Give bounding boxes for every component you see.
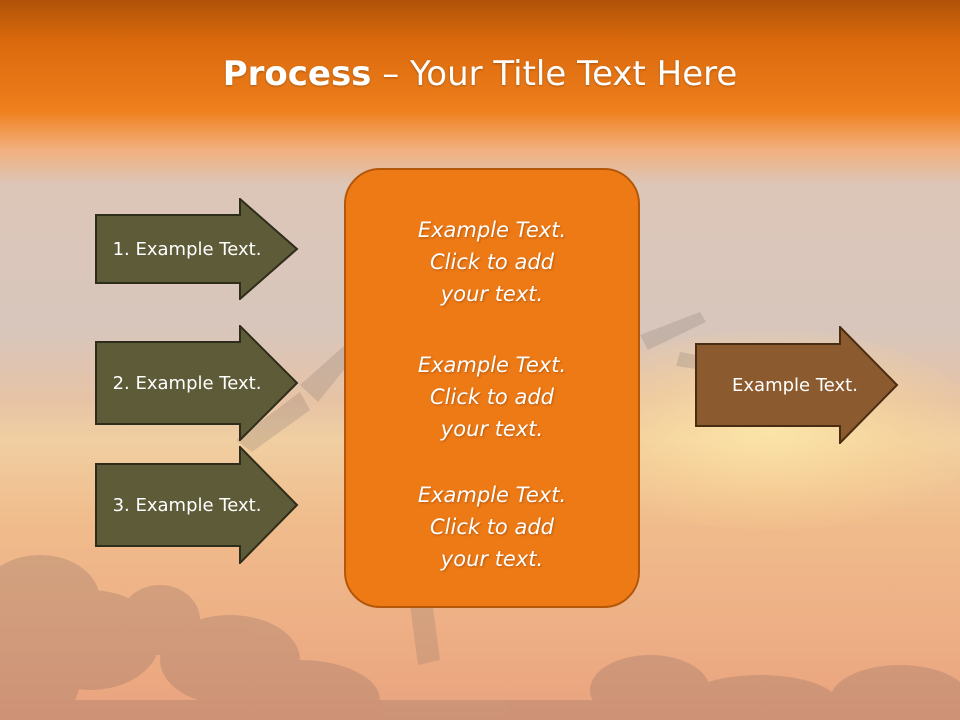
center-text-line: Example Text.: [417, 218, 567, 242]
result-arrow-label: Example Text.: [732, 374, 858, 396]
center-text-line: Example Text.: [417, 353, 567, 377]
center-text-block-2[interactable]: Example Text. Click to add your text.: [346, 349, 638, 445]
process-step-2-label: 2. Example Text.: [112, 372, 262, 394]
center-text-block-3[interactable]: Example Text. Click to add your text.: [346, 479, 638, 575]
arrow-shape-icon: [95, 325, 299, 441]
arrow-shape-icon: [95, 198, 299, 300]
center-text-line: Example Text.: [417, 483, 567, 507]
arrow-shape-icon: [695, 326, 899, 444]
result-arrow[interactable]: Example Text.: [695, 326, 899, 444]
center-text-line: Click to add: [429, 385, 554, 409]
center-text-line: your text.: [440, 547, 544, 571]
title-bold: Process: [222, 54, 372, 94]
center-text-block-1[interactable]: Example Text. Click to add your text.: [346, 214, 638, 310]
process-step-1-label: 1. Example Text.: [112, 238, 262, 260]
center-text-line: your text.: [440, 417, 544, 441]
center-text-line: Click to add: [429, 250, 554, 274]
process-step-3-label: 3. Example Text.: [112, 494, 262, 516]
center-content-box[interactable]: Example Text. Click to add your text. Ex…: [344, 168, 640, 608]
center-text-line: Click to add: [429, 515, 554, 539]
arrow-shape-icon: [95, 446, 299, 564]
slide-title: Process – Your Title Text Here: [0, 52, 960, 96]
process-step-1-arrow[interactable]: 1. Example Text.: [95, 198, 299, 300]
process-step-2-arrow[interactable]: 2. Example Text.: [95, 325, 299, 441]
center-text-line: your text.: [440, 282, 544, 306]
title-rest: – Your Title Text Here: [371, 54, 738, 94]
process-step-3-arrow[interactable]: 3. Example Text.: [95, 446, 299, 564]
